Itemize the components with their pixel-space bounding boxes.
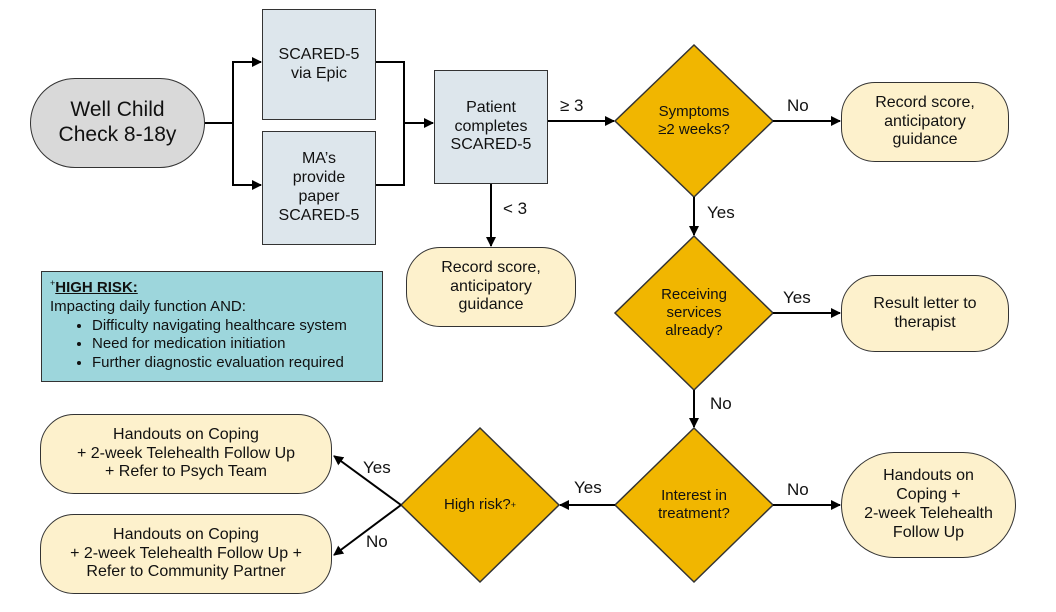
decision-interest-shape xyxy=(613,426,775,584)
label-receiving-no: No xyxy=(710,394,732,413)
label-symptoms-no: No xyxy=(787,96,809,115)
legend-item: Difficulty navigating healthcare system xyxy=(92,317,374,336)
label-receiving-yes: Yes xyxy=(783,288,811,307)
record-score-low-terminal: Record score, anticipatory guidance xyxy=(406,247,576,327)
connector-to-epic xyxy=(232,57,262,185)
decision-high-risk-text: High risk?+ xyxy=(426,490,534,520)
decision-symptoms-text: Symptoms ≥2 weeks? xyxy=(658,102,730,138)
start-node: Well Child Check 8-18y xyxy=(30,78,205,168)
legend-title-line: +HIGH RISK: xyxy=(50,278,374,298)
record-score-short-terminal: Record score, anticipatory guidance xyxy=(841,82,1009,162)
scared5-epic-box: SCARED-5 via Epic xyxy=(262,9,376,120)
legend-item: Need for medication initiation xyxy=(92,335,374,354)
decision-interest-text: Interest in treatment? xyxy=(658,486,730,522)
label-symptoms-yes: Yes xyxy=(707,203,735,222)
label-ge3: ≥ 3 xyxy=(560,96,584,115)
scared5-paper-box: MA’s provide paper SCARED-5 xyxy=(262,131,376,245)
legend-title: HIGH RISK: xyxy=(55,279,138,296)
connector-to-paper xyxy=(232,123,262,190)
label-interest-yes: Yes xyxy=(574,478,602,497)
handouts-community-terminal: Handouts on Coping + 2-week Telehealth F… xyxy=(40,514,332,594)
connector-highrisk-no xyxy=(333,504,402,556)
label-lt3: < 3 xyxy=(503,199,528,218)
legend-item: Further diagnostic evaluation required xyxy=(92,354,374,373)
legend-intro: Impacting daily function AND: xyxy=(50,297,246,315)
legend-list: Difficulty navigating healthcare system … xyxy=(50,317,374,373)
label-highrisk-no: No xyxy=(366,532,388,551)
high-risk-label: High risk? xyxy=(444,495,511,513)
high-risk-marker: + xyxy=(510,499,516,510)
legend-marker: + xyxy=(50,278,56,288)
patient-completes-box: Patient completes SCARED-5 xyxy=(434,70,548,184)
connector-highrisk-yes xyxy=(333,455,402,506)
connector-paper-merge xyxy=(376,123,405,186)
result-letter-terminal: Result letter to therapist xyxy=(841,275,1009,352)
label-interest-no: No xyxy=(787,480,809,499)
decision-receiving-text: Receiving services already? xyxy=(661,285,727,340)
connector-epic-merge xyxy=(376,61,405,123)
handouts-psych-terminal: Handouts on Coping + 2-week Telehealth F… xyxy=(40,414,332,494)
label-highrisk-yes: Yes xyxy=(363,458,391,477)
decision-high-risk-shape xyxy=(399,426,561,584)
handouts-basic-terminal: Handouts on Coping + 2-week Telehealth F… xyxy=(841,452,1016,558)
high-risk-legend: +HIGH RISK: Impacting daily function AND… xyxy=(41,271,383,382)
